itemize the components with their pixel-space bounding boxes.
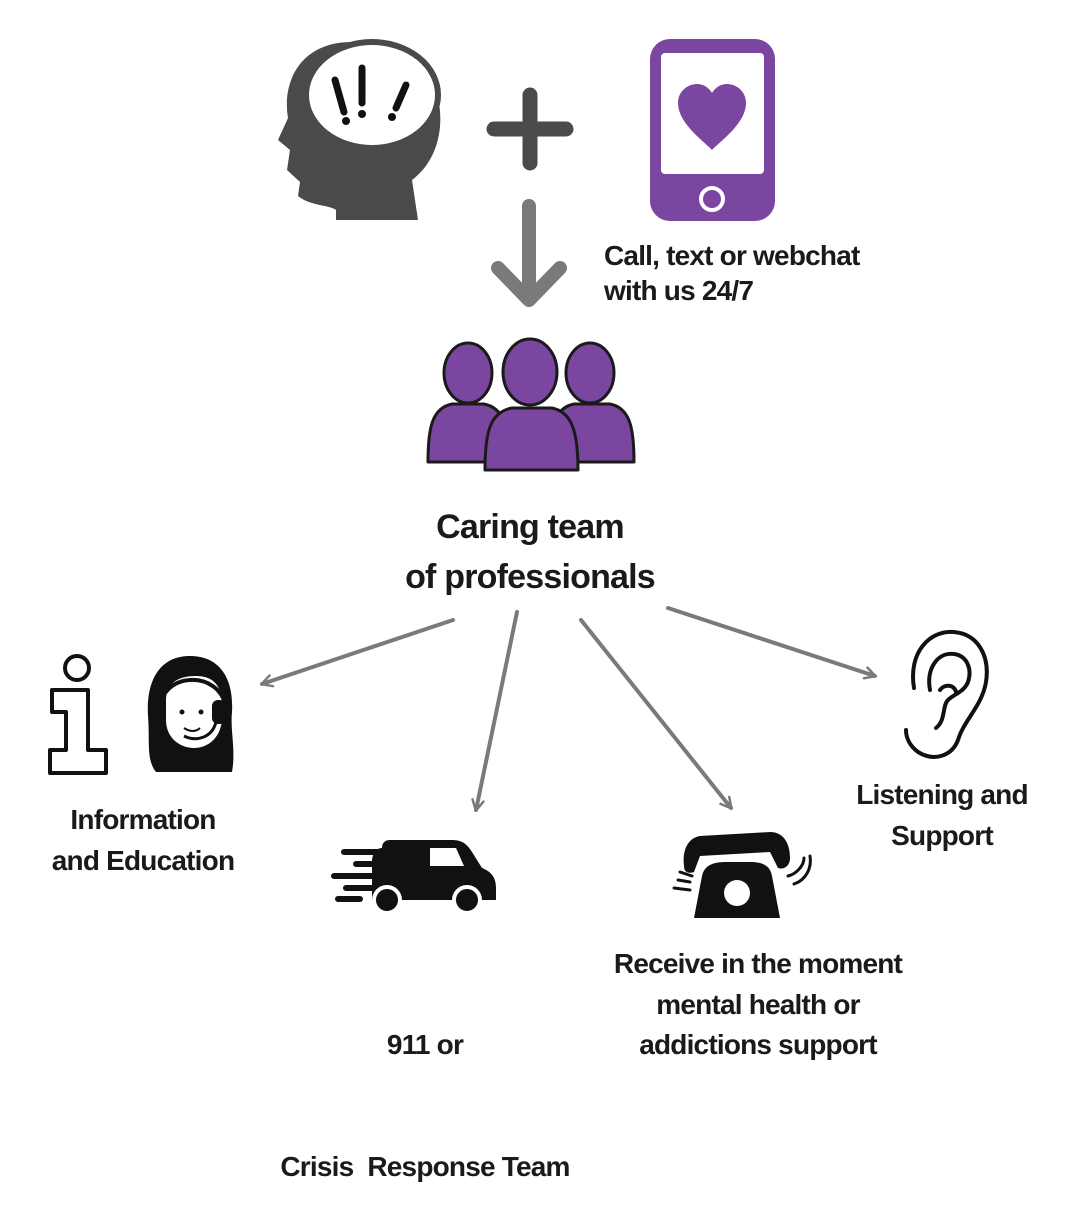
support-line-3: addictions support [639,1029,877,1061]
information-line-2: and Education [51,844,235,876]
down-arrow-icon [491,199,567,307]
ear-icon [904,629,989,759]
distressed-head-icon [278,39,441,220]
crisis-line-1: 911 or [386,1029,464,1061]
arrow-to-crisis [471,610,519,812]
support-line-1: Receive in the moment [613,948,903,979]
speeding-van-icon [331,840,496,915]
contact-channels-label: Call, text or webchat with us 24/7 [604,238,860,308]
crisis-line-2: Crisis Response Team [280,1150,570,1182]
crisis-label: 911 or Crisis Response Team [265,944,585,1228]
arrow-to-information [260,618,455,688]
listening-label: Listening and Support [836,775,1048,856]
contact-channels-line-1: Call, text or webchat [604,240,860,271]
listening-line-1: Listening and [856,779,1028,810]
headset-agent-icon [147,656,234,772]
support-line-2: mental health or [656,988,860,1020]
rotary-telephone-icon [672,832,812,918]
team-label-line-2: of professionals [405,558,656,597]
plus-icon [486,87,574,171]
branch-arrows [260,606,877,812]
support-label: Receive in the moment mental health or a… [600,944,916,1066]
contact-channels-line-2: with us 24/7 [604,275,754,306]
phone-heart-icon [650,39,775,221]
information-label: Information and Education [30,800,256,881]
team-people-icon [426,337,636,472]
diagram-canvas [48,39,989,918]
listening-line-2: Support [891,819,994,851]
arrow-to-support [579,618,733,810]
team-label-line-1: Caring team [436,508,625,546]
arrow-to-listening [666,606,877,680]
info-icon [48,654,108,775]
team-label: Caring team of professionals [380,502,680,603]
information-line-1: Information [70,804,216,835]
